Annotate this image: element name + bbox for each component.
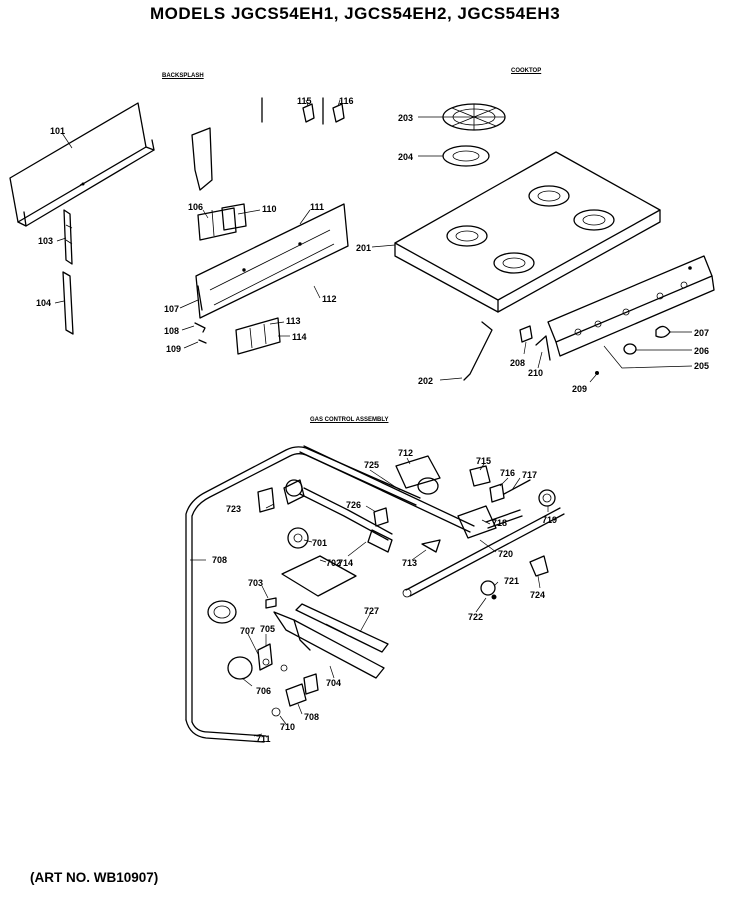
part-label-701: 701 (312, 538, 327, 548)
part-label-113: 113 (286, 316, 301, 326)
part-label-109: 109 (166, 344, 181, 354)
part-label-718: 718 (492, 518, 507, 528)
part-label-101: 101 (50, 126, 65, 136)
part-label-205: 205 (694, 361, 709, 371)
part-label-208: 208 (510, 358, 525, 368)
part-label-209: 209 (572, 384, 587, 394)
part-label-710: 710 (280, 722, 295, 732)
part-label-722: 722 (468, 612, 483, 622)
part-number-labels: 101 103 104 106 107 108 109 110 111 112 … (36, 96, 709, 744)
part-label-726: 726 (346, 500, 361, 510)
part-label-723: 723 (226, 504, 241, 514)
part-label-719: 719 (542, 515, 557, 525)
part-label-207: 207 (694, 328, 709, 338)
part-label-703: 703 (248, 578, 263, 588)
part-label-708: 708 (304, 712, 319, 722)
part-label-721: 721 (504, 576, 519, 586)
part-label-204: 204 (398, 152, 413, 162)
part-label-712: 712 (398, 448, 413, 458)
part-label-708-loop: 708 (212, 555, 227, 565)
part-label-725: 725 (364, 460, 379, 470)
part-label-720: 720 (498, 549, 513, 559)
leader-lines (54, 99, 693, 737)
part-label-108: 108 (164, 326, 179, 336)
section-label-cooktop: COOKTOP (511, 68, 542, 74)
part-label-713: 713 (402, 558, 417, 568)
part-label-110: 110 (262, 204, 277, 214)
part-label-707: 707 (240, 626, 255, 636)
cooktop-drawing (394, 103, 715, 381)
part-label-716: 716 (500, 468, 515, 478)
part-label-210: 210 (528, 368, 543, 378)
part-label-706: 706 (256, 686, 271, 696)
part-label-107: 107 (164, 304, 179, 314)
part-label-704: 704 (326, 678, 341, 688)
part-label-702: 702 (326, 558, 341, 568)
part-label-727: 727 (364, 606, 379, 616)
gas-control-assembly-drawing (185, 445, 565, 743)
part-label-103: 103 (38, 236, 53, 246)
part-label-114: 114 (292, 332, 307, 342)
part-label-201: 201 (356, 243, 371, 253)
part-label-104: 104 (36, 298, 51, 308)
part-label-705: 705 (260, 624, 275, 634)
part-label-717: 717 (522, 470, 537, 480)
page-title: MODELS JGCS54EH1, JGCS54EH2, JGCS54EH3 (150, 4, 561, 23)
part-label-116: 116 (339, 96, 354, 106)
part-label-206: 206 (694, 346, 709, 356)
part-label-711: 711 (256, 734, 271, 744)
part-label-112: 112 (322, 294, 337, 304)
part-label-203: 203 (398, 113, 413, 123)
part-label-714: 714 (338, 558, 353, 568)
part-label-115: 115 (297, 96, 312, 106)
backsplash-panel-drawing (9, 97, 349, 355)
section-label-backsplash: BACKSPLASH (162, 73, 204, 79)
section-label-gas-control-assembly: GAS CONTROL ASSEMBLY (310, 417, 389, 423)
part-label-724: 724 (530, 590, 545, 600)
part-label-715: 715 (476, 456, 491, 466)
part-label-202: 202 (418, 376, 433, 386)
part-label-106: 106 (188, 202, 203, 212)
part-label-111: 111 (310, 202, 324, 212)
art-number: (ART NO. WB10907) (30, 870, 159, 885)
